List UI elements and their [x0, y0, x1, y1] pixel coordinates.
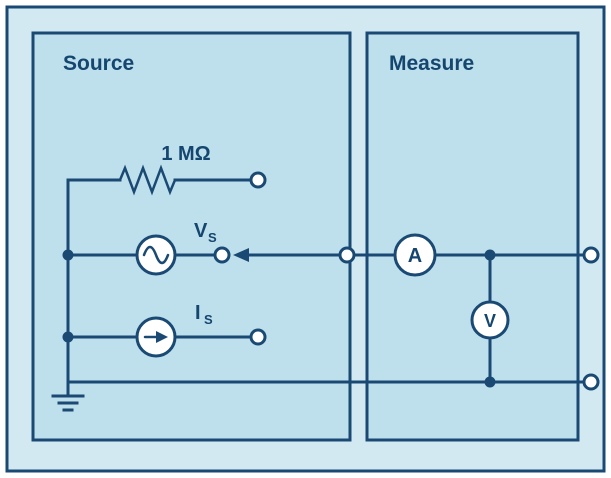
source-boundary-terminal: [338, 246, 356, 264]
voltmeter-label: V: [484, 311, 496, 331]
current-source-label: I: [195, 302, 201, 324]
force-output-terminal: [582, 246, 600, 264]
voltage-source-label-sub: S: [208, 230, 217, 245]
resistor-label: 1 MΩ: [161, 143, 210, 165]
current-source-label-sub: S: [204, 312, 213, 327]
voltage-source-label: V: [194, 220, 208, 242]
source-panel-label: Source: [63, 52, 134, 75]
voltage-source-terminal: [213, 246, 231, 264]
measure-panel: [365, 31, 580, 442]
current-source-terminal: [249, 328, 267, 346]
resistor-zigzag-icon: [118, 164, 177, 196]
resistor-terminal: [249, 171, 267, 189]
sense-output-terminal: [582, 373, 600, 391]
right-arrow-icon: [156, 331, 168, 343]
sine-wave-icon: [142, 245, 170, 265]
measure-panel-label: Measure: [389, 52, 474, 75]
ammeter-label: A: [408, 245, 422, 267]
source-panel: [31, 31, 352, 442]
ground-icon: [51, 394, 85, 412]
left-arrow-icon: [233, 248, 249, 262]
